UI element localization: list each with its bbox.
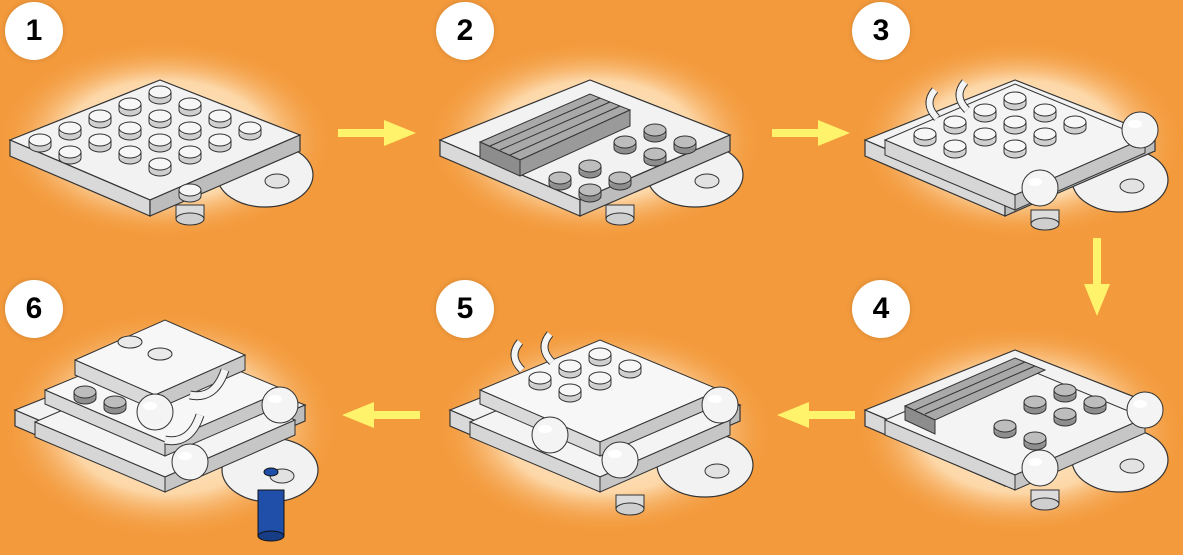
arrow-right-icon bbox=[772, 118, 852, 148]
arrow-down-icon bbox=[1082, 238, 1112, 318]
arrow-left-icon bbox=[775, 400, 855, 430]
step-5-illustration bbox=[440, 310, 770, 550]
arrow-left-icon bbox=[340, 400, 420, 430]
step-1-illustration bbox=[0, 30, 330, 240]
step-3-illustration bbox=[860, 30, 1180, 240]
step-2-illustration bbox=[430, 30, 760, 240]
arrow-right-icon bbox=[338, 118, 418, 148]
step-6-illustration bbox=[5, 290, 335, 550]
step-4-illustration bbox=[860, 310, 1180, 550]
blue-pin bbox=[258, 490, 284, 536]
